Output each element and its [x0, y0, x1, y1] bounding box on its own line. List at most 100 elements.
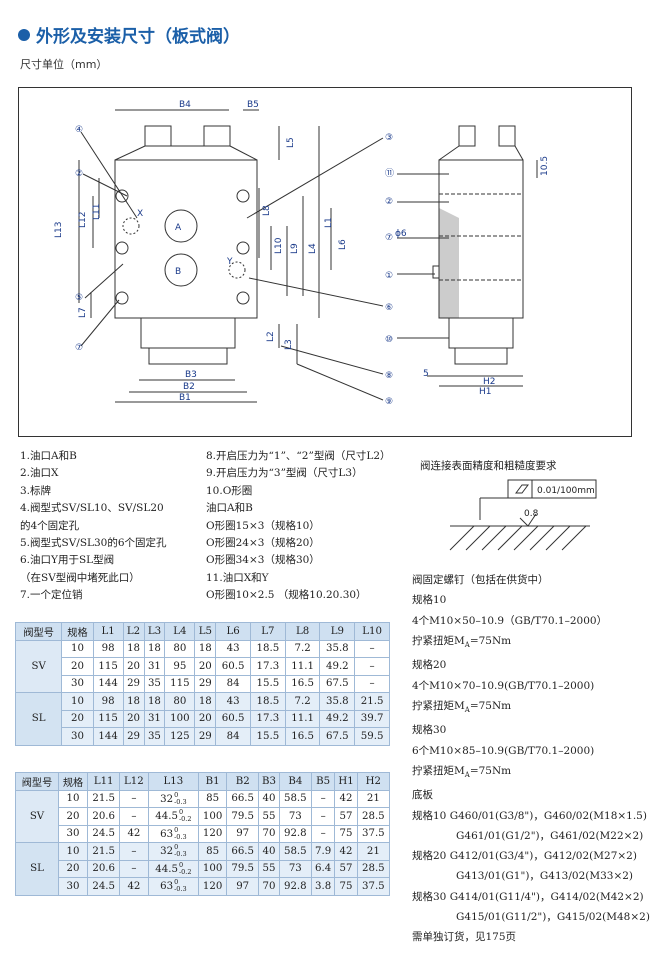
table-cell: 59.5 [354, 727, 390, 746]
table-cell: 18.5 [250, 639, 286, 658]
table-cell: 144 [92, 727, 124, 746]
table-cell: 20 [61, 709, 94, 728]
table-header: L6 [215, 622, 251, 641]
table-cell: 20.6 [87, 807, 121, 826]
table-header: 阀型号 [14, 622, 63, 641]
table-cell: 11.1 [284, 657, 321, 676]
table-header: L13 [147, 772, 200, 791]
svg-text:L2: L2 [266, 331, 276, 342]
svg-text:L5: L5 [286, 137, 296, 148]
table-cell: 30 [57, 824, 89, 843]
svg-text:⑧: ⑧ [385, 371, 393, 381]
table-cell: 10 [61, 692, 94, 711]
svg-text:L3: L3 [284, 339, 294, 350]
table-cell: – [310, 807, 336, 826]
table-cell: 18.5 [250, 692, 286, 711]
table-header: L4 [164, 622, 196, 641]
table-cell: 120 [198, 824, 228, 843]
table-cell: 92.8 [278, 824, 312, 843]
table-header: 规格 [57, 772, 89, 791]
table-cell: – [119, 842, 149, 861]
table-cell: 115 [164, 674, 196, 693]
table-cell: 42 [334, 789, 358, 808]
svg-text:②: ② [385, 197, 393, 207]
table-header: L12 [119, 772, 149, 791]
svg-text:L1: L1 [324, 217, 334, 228]
table-cell: 21.5 [87, 789, 121, 808]
table-header: L1 [92, 622, 124, 641]
surface-diagram: 0.01/100mm 0.8 [449, 479, 597, 551]
table-cell: 100 [198, 859, 228, 878]
table-cell: 67.5 [319, 727, 356, 746]
table-cell: 7.9 [310, 842, 336, 861]
table-cell: 29 [122, 727, 145, 746]
table-cell: 30 [57, 877, 89, 896]
notes-left: 1.油口A和B 2.油口X 3.标牌 4.阀型式SV/SL10、SV/SL20 … [20, 450, 167, 602]
svg-text:L10: L10 [274, 237, 284, 254]
table-cell: 60.5 [215, 657, 251, 676]
table-header: B3 [258, 772, 280, 791]
table-cell: 20 [57, 807, 89, 826]
table-cell: – [119, 859, 149, 878]
table-header: H2 [356, 772, 391, 791]
svg-text:⑨: ⑨ [385, 397, 393, 407]
table-cell: 100 [164, 709, 196, 728]
table-cell: 66.5 [226, 842, 260, 861]
table-header: B5 [310, 772, 336, 791]
table-header: 规格 [61, 622, 94, 641]
table-header: L11 [87, 772, 121, 791]
svg-text:⑩: ⑩ [385, 335, 393, 345]
table-cell: 144 [92, 674, 124, 693]
svg-text:0.01/100mm: 0.01/100mm [537, 486, 595, 496]
svg-text:5: 5 [423, 369, 429, 379]
svg-text:①: ① [385, 271, 393, 281]
svg-text:⑤: ⑤ [75, 293, 83, 303]
svg-text:L13: L13 [54, 222, 64, 238]
table-cell: 66.5 [226, 789, 260, 808]
table-cell: 39.7 [354, 709, 390, 728]
table-cell: 29 [122, 674, 145, 693]
valve-bottom-block [140, 317, 236, 349]
table-cell: 18 [122, 639, 145, 658]
table-cell: 55 [258, 859, 280, 878]
table-header: L7 [250, 622, 286, 641]
table-cell: – [354, 657, 390, 676]
table-cell: – [354, 639, 390, 658]
table-cell: 92.8 [278, 877, 312, 896]
table-cell: 40 [258, 842, 280, 861]
svg-text:ϕ6: ϕ6 [395, 229, 407, 239]
table-cell: 57 [334, 859, 358, 878]
table-header: L5 [194, 622, 217, 641]
valve-type-cell: SL [15, 842, 59, 896]
table-cell: – [310, 789, 336, 808]
table-cell: 11.1 [284, 709, 321, 728]
table-cell: 20 [122, 709, 145, 728]
svg-text:X: X [137, 209, 143, 219]
top-bolt-left [144, 125, 172, 147]
svg-text:④: ④ [75, 125, 83, 135]
table-cell: 20 [194, 657, 217, 676]
table-cell: 10 [61, 639, 94, 658]
table-cell: – [354, 674, 390, 693]
valve-bottom-plug [148, 347, 228, 365]
table-cell: 49.2 [319, 657, 356, 676]
table-cell: 80 [164, 639, 196, 658]
svg-text:B1: B1 [179, 393, 191, 403]
table-header: L8 [284, 622, 321, 641]
svg-text:B5: B5 [247, 100, 259, 110]
table-cell: 37.5 [356, 824, 391, 843]
table-cell: 35.8 [319, 692, 356, 711]
table-cell: 55 [258, 807, 280, 826]
table-header: 阀型号 [15, 772, 59, 791]
table-header: L3 [143, 622, 166, 641]
